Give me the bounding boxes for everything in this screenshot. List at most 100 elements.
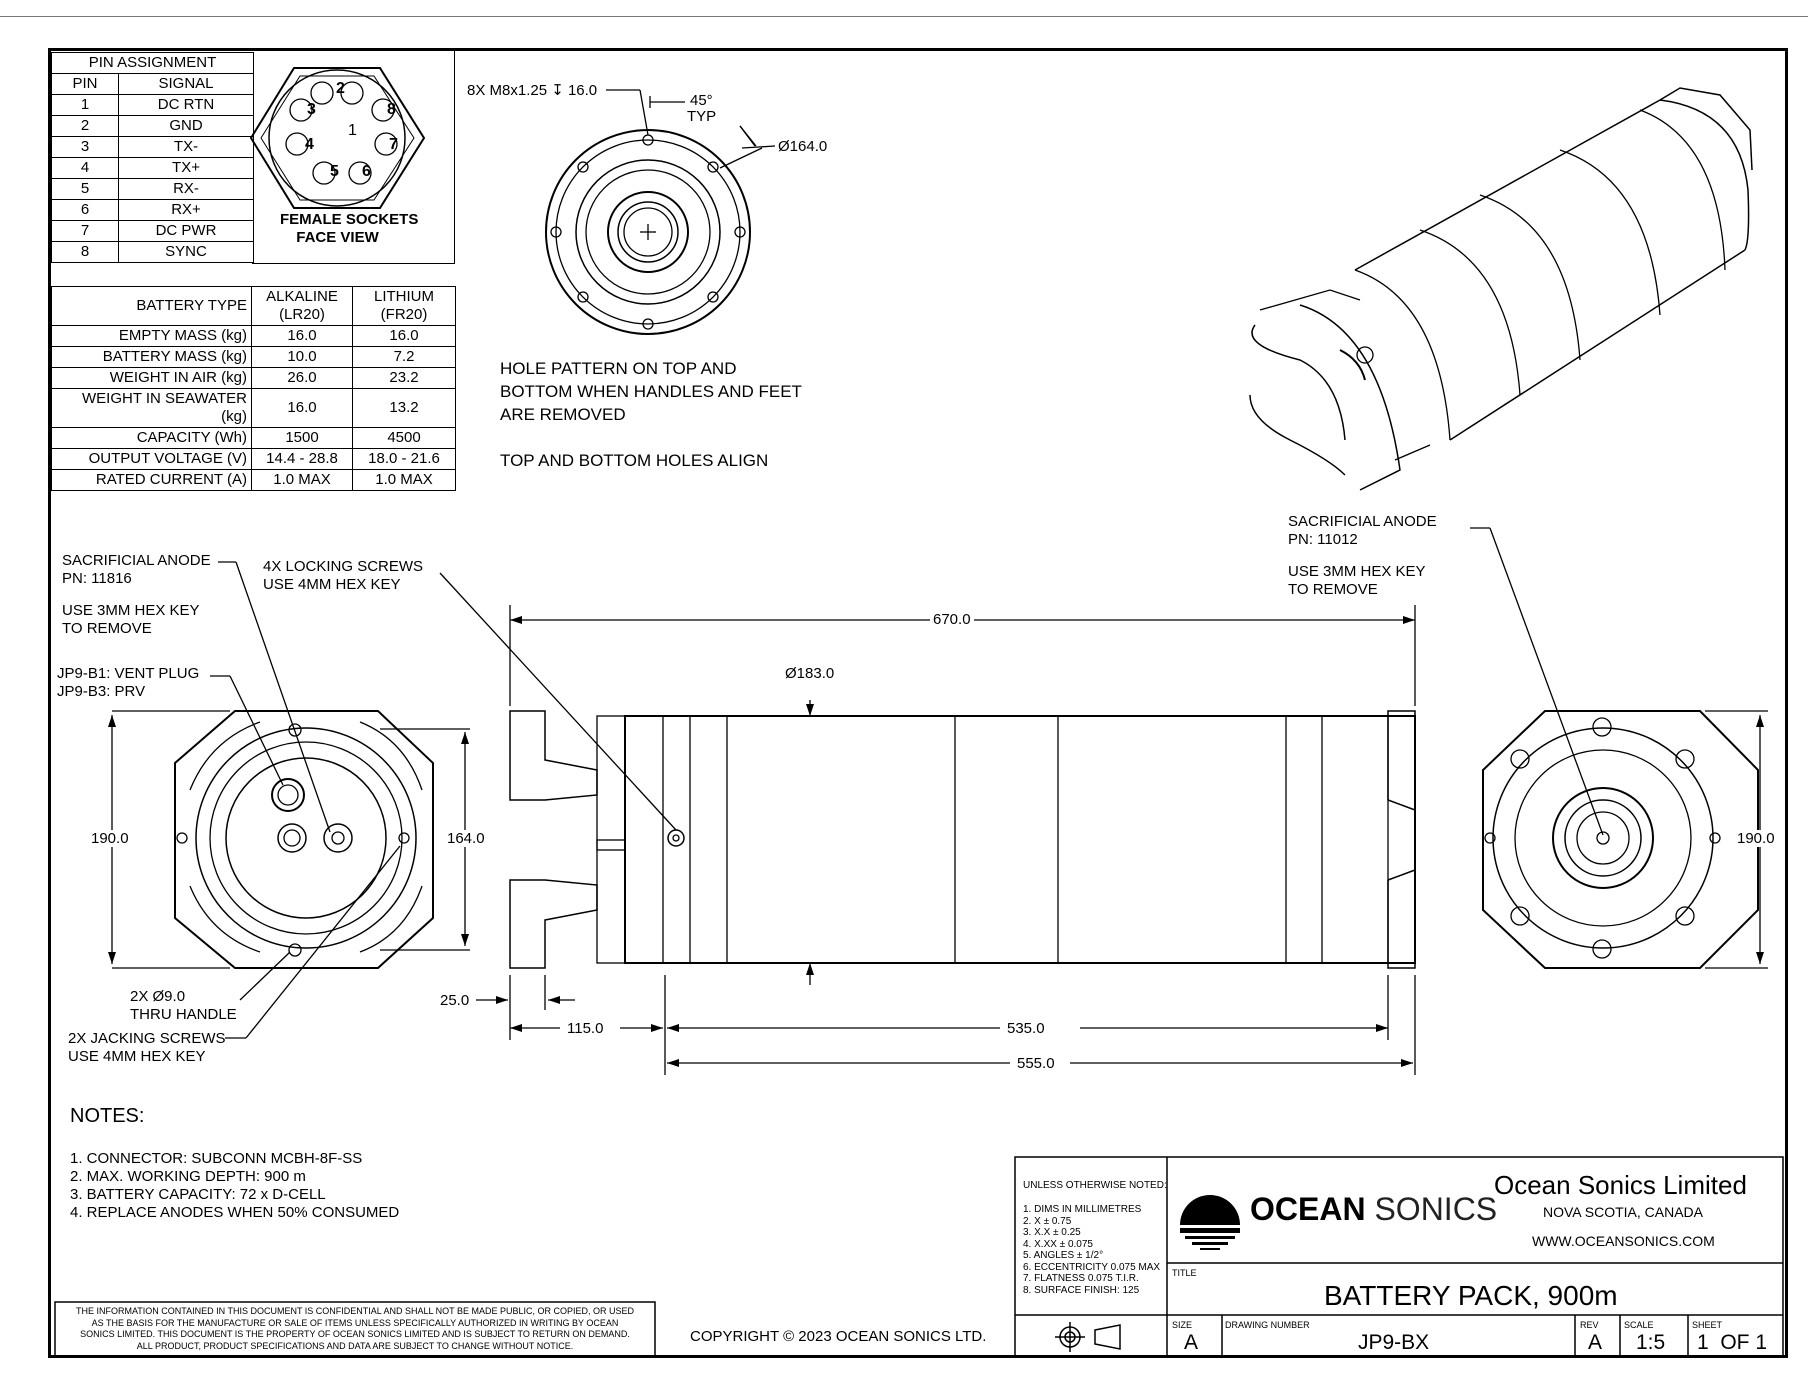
drawing-border bbox=[48, 48, 1788, 1358]
callout-line: USE 3MM HEX KEY bbox=[1288, 563, 1426, 580]
alkaline-value: 16.0 bbox=[251, 388, 353, 428]
angle-label: 45° bbox=[690, 92, 713, 109]
disclaimer-line: AS THE BASIS FOR THE MANUFACTURE OR SALE… bbox=[91, 1317, 619, 1328]
hole-pattern-note: HOLE PATTERN ON TOP AND BOTTOM WHEN HAND… bbox=[500, 357, 802, 426]
rev-value: A bbox=[1588, 1331, 1603, 1354]
sheet-caption: SHEET bbox=[1692, 1320, 1723, 1330]
top-view-circle bbox=[545, 89, 776, 335]
tolerance-item: 7. FLATNESS 0.075 T.I.R. bbox=[1023, 1273, 1139, 1284]
tolerance-item: 8. SURFACE FINISH: 125 bbox=[1023, 1284, 1140, 1296]
locking-screws-callout: 4X LOCKING SCREWS USE 4MM HEX KEY bbox=[263, 558, 423, 594]
body-diameter-dim: Ø183.0 bbox=[782, 665, 838, 682]
signal-cell: RX- bbox=[118, 178, 254, 200]
copyright: COPYRIGHT © 2023 OCEAN SONICS LTD. bbox=[690, 1328, 987, 1345]
lithium-value: 18.0 - 21.6 bbox=[352, 448, 456, 470]
tolerance-list: 1. DIMS IN MILLIMETRES 2. X ± 0.75 3. X.… bbox=[1023, 1204, 1160, 1296]
lithium-header-line: LITHIUM bbox=[374, 288, 434, 305]
scale-caption: SCALE bbox=[1624, 1320, 1654, 1330]
signal-cell: DC RTN bbox=[118, 94, 254, 116]
callout-line: PN: 11816 bbox=[62, 570, 132, 587]
disclaimer-line: SONICS LIMITED. THIS DOCUMENT IS THE PRO… bbox=[80, 1329, 630, 1339]
title-caption: TITLE bbox=[1172, 1268, 1197, 1278]
pin-cell: 3 bbox=[51, 136, 119, 158]
rev-caption: REV bbox=[1580, 1320, 1599, 1330]
socket-number: 3 bbox=[307, 101, 316, 118]
overall-length-dim: 670.0 bbox=[930, 611, 974, 628]
spec-label: WEIGHT IN SEAWATER (kg) bbox=[51, 388, 252, 428]
left-anode-callout: SACRIFICIAL ANODE PN: 11816 USE 3MM HEX … bbox=[62, 552, 211, 638]
disclaimer-line: THE INFORMATION CONTAINED IN THIS DOCUME… bbox=[75, 1306, 635, 1316]
pin-cell: 4 bbox=[51, 157, 119, 179]
pin-cell: 7 bbox=[51, 220, 119, 242]
note-item: 4. REPLACE ANODES WHEN 50% CONSUMED bbox=[70, 1204, 400, 1221]
callout-line: SACRIFICIAL ANODE bbox=[1288, 513, 1437, 530]
pin-header: PIN bbox=[51, 73, 119, 95]
alkaline-header-line: ALKALINE bbox=[266, 288, 338, 305]
connector-caption-line: FACE VIEW bbox=[296, 229, 379, 246]
callout-line: SACRIFICIAL ANODE bbox=[62, 552, 211, 569]
scale-value: 1:5 bbox=[1636, 1331, 1666, 1354]
drawing-title: BATTERY PACK, 900m bbox=[1324, 1280, 1618, 1311]
dimension-arrowheads bbox=[108, 616, 1764, 1067]
logo-word-bold: OCEAN bbox=[1250, 1191, 1366, 1227]
jacking-screws-callout: 2X JACKING SCREWS USE 4MM HEX KEY bbox=[68, 1030, 226, 1066]
callout-line: TO REMOVE bbox=[1288, 581, 1378, 598]
connector-caption-line: FEMALE SOCKETS bbox=[280, 211, 419, 228]
spec-label: CAPACITY (Wh) bbox=[51, 427, 252, 449]
socket-number: 4 bbox=[305, 136, 314, 153]
hole-callout: 8X M8x1.25 ↧ 16.0 bbox=[467, 82, 598, 99]
side-view-body bbox=[439, 572, 1416, 1075]
left-end-view bbox=[111, 710, 470, 969]
socket-number: 5 bbox=[330, 163, 339, 180]
vent-plug-callout: JP9-B1: VENT PLUG JP9-B3: PRV bbox=[57, 665, 199, 701]
tolerance-item: 4. X.XX ± 0.075 bbox=[1023, 1238, 1093, 1250]
company-website: WWW.OCEANSONICS.COM bbox=[1532, 1233, 1715, 1249]
top-diameter-label: Ø164.0 bbox=[778, 138, 828, 155]
callout-line: USE 4MM HEX KEY bbox=[68, 1048, 206, 1065]
note-line: BOTTOM WHEN HANDLES AND FEET bbox=[500, 382, 802, 401]
pin-table-title: PIN ASSIGNMENT bbox=[51, 52, 254, 74]
spec-label: WEIGHT IN AIR (kg) bbox=[51, 367, 252, 389]
tolerance-heading: UNLESS OTHERWISE NOTED: bbox=[1023, 1180, 1167, 1191]
spec-label: OUTPUT VOLTAGE (V) bbox=[51, 448, 252, 470]
alkaline-value: 14.4 - 28.8 bbox=[251, 448, 353, 470]
drawing-number: JP9-BX bbox=[1358, 1331, 1430, 1354]
tolerance-item: 1. DIMS IN MILLIMETRES bbox=[1023, 1204, 1142, 1215]
spec-label: BATTERY MASS (kg) bbox=[51, 346, 252, 368]
connector-frame bbox=[252, 48, 455, 264]
note-line: HOLE PATTERN ON TOP AND bbox=[500, 359, 737, 378]
alkaline-value: 1500 bbox=[251, 427, 353, 449]
logo-word-light: SONICS bbox=[1374, 1191, 1498, 1227]
callout-line: TO REMOVE bbox=[62, 620, 152, 637]
projection-symbol-icon bbox=[1055, 1322, 1121, 1352]
socket-number: 2 bbox=[336, 80, 345, 97]
lithium-header-line: (FR20) bbox=[380, 306, 428, 323]
lithium-value: 7.2 bbox=[352, 346, 456, 368]
size-caption: SIZE bbox=[1172, 1320, 1193, 1330]
lithium-value: 4500 bbox=[352, 427, 456, 449]
callout-line: 2X Ø9.0 bbox=[130, 988, 186, 1005]
signal-cell: DC PWR bbox=[118, 220, 254, 242]
page-top-rule bbox=[0, 16, 1808, 17]
note-item: 3. BATTERY CAPACITY: 72 x D-CELL bbox=[70, 1186, 326, 1203]
callout-line: USE 3MM HEX KEY bbox=[62, 602, 200, 619]
logo-wordmark: OCEAN SONICS bbox=[1250, 1191, 1497, 1228]
sheet-value: 1 OF 1 bbox=[1697, 1331, 1768, 1354]
tolerance-item: 6. ECCENTRICITY 0.075 MAX bbox=[1023, 1261, 1161, 1273]
drawing-number-caption: DRAWING NUMBER bbox=[1225, 1320, 1310, 1330]
dim-115: 115.0 bbox=[564, 1020, 607, 1037]
title-block-grid bbox=[54, 1156, 1784, 1357]
socket-number: 6 bbox=[362, 163, 371, 180]
signal-header: SIGNAL bbox=[118, 73, 254, 95]
spec-label: RATED CURRENT (A) bbox=[51, 469, 252, 491]
socket-number: 8 bbox=[387, 101, 396, 118]
